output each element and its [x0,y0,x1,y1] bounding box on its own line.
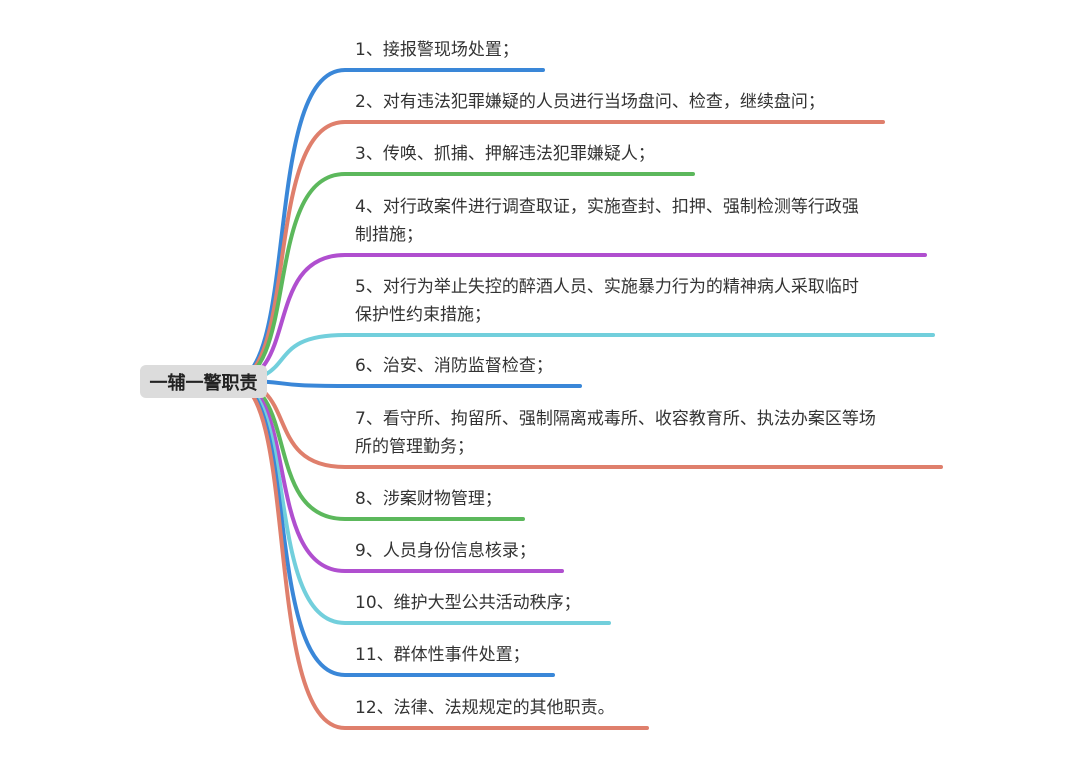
branch-line [230,333,935,383]
branch-node[interactable]: 12、法律、法规规定的其他职责。 [355,694,615,722]
branch-node[interactable]: 6、治安、消防监督检查； [355,352,553,380]
branch-line [230,379,582,388]
branch-text-line: 1、接报警现场处置； [355,40,519,60]
branch-node[interactable]: 2、对有违法犯罪嫌疑的人员进行当场盘问、检查，继续盘问； [355,88,825,116]
branch-node[interactable]: 11、群体性事件处置； [355,641,530,669]
branch-line [230,379,649,730]
branch-text-line: 11、群体性事件处置； [355,645,530,665]
root-node[interactable]: 一辅一警职责 [140,365,267,398]
branch-text-line: 10、维护大型公共活动秩序； [355,593,581,613]
branch-node[interactable]: 7、看守所、拘留所、强制隔离戒毒所、收容教育所、执法办案区等场所的管理勤务； [355,405,876,461]
root-label: 一辅一警职责 [149,372,258,394]
branch-text-line: 9、人员身份信息核录； [355,541,536,561]
branch-text-line: 4、对行政案件进行调查取证，实施查封、扣押、强制检测等行政强 [355,197,859,217]
branch-text-line: 7、看守所、拘留所、强制隔离戒毒所、收容教育所、执法办案区等场 [355,409,876,429]
branch-node[interactable]: 5、对行为举止失控的醉酒人员、实施暴力行为的精神病人采取临时保护性约束措施； [355,273,859,329]
branch-text-line: 保护性约束措施； [355,305,491,325]
branch-node[interactable]: 4、对行政案件进行调查取证，实施查封、扣押、强制检测等行政强制措施； [355,193,859,249]
branch-text-line: 12、法律、法规规定的其他职责。 [355,698,615,718]
branch-node[interactable]: 3、传唤、抓捕、押解违法犯罪嫌疑人； [355,140,655,168]
branch-node[interactable]: 9、人员身份信息核录； [355,537,536,565]
branch-text-line: 8、涉案财物管理； [355,489,502,509]
branch-text-line: 5、对行为举止失控的醉酒人员、实施暴力行为的精神病人采取临时 [355,277,859,297]
branch-node[interactable]: 8、涉案财物管理； [355,485,502,513]
branch-text-line: 制措施； [355,225,423,245]
branch-text-line: 2、对有违法犯罪嫌疑的人员进行当场盘问、检查，继续盘问； [355,92,825,112]
branch-node[interactable]: 10、维护大型公共活动秩序； [355,589,581,617]
branch-text-line: 3、传唤、抓捕、押解违法犯罪嫌疑人； [355,144,655,164]
branch-text-line: 6、治安、消防监督检查； [355,356,553,376]
branch-node[interactable]: 1、接报警现场处置； [355,36,519,64]
branch-text-line: 所的管理勤务； [355,437,474,457]
